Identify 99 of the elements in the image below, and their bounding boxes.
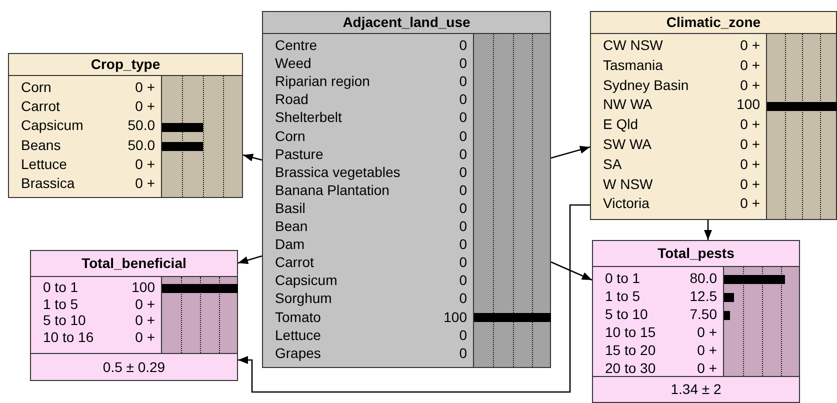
probability-value: 0 + <box>135 97 155 116</box>
state-label: Capsicum <box>21 116 84 136</box>
state-label: Victoria <box>603 194 650 214</box>
arrow <box>704 220 712 240</box>
probability-value: 0 <box>459 253 467 272</box>
probability-value: 0 + <box>740 76 760 95</box>
state-label: 5 to 10 <box>43 312 86 328</box>
arrow <box>550 146 590 159</box>
probability-value: 0 + <box>740 194 760 214</box>
state-label: SW WA <box>603 135 652 154</box>
state-label: Riparian region <box>275 72 370 90</box>
probability-value: 0 <box>459 108 467 126</box>
node-table <box>262 11 551 368</box>
state-label: Banana Plantation <box>275 180 390 199</box>
probability-value: 0 + <box>135 328 155 345</box>
state-label: Lettuce <box>21 154 67 174</box>
state-label: W NSW <box>603 174 653 194</box>
probability-value: 0 <box>459 36 467 54</box>
state-label: Corn <box>275 126 306 145</box>
arrow <box>550 261 592 281</box>
probability-value: 50.0 <box>128 116 155 136</box>
state-label: Shelterbelt <box>275 108 342 126</box>
node-table <box>590 11 837 220</box>
state-label: 0 to 1 <box>43 279 78 296</box>
mean-value: 1.34 ± 2 <box>593 376 799 402</box>
state-label: Tasmania <box>603 56 663 75</box>
arrow <box>238 204 590 393</box>
state-label: Pasture <box>275 144 324 163</box>
probability-value: 12.5 <box>690 287 717 305</box>
state-label: 20 to 30 <box>605 359 656 377</box>
state-label: Sorghum <box>275 289 332 308</box>
probability-value: 100 <box>132 279 155 296</box>
probability-value: 0 + <box>740 56 760 75</box>
state-label: Brassica vegetables <box>275 162 400 181</box>
mean-value: 0.5 ± 0.29 <box>31 353 237 380</box>
probability-value: 7.50 <box>690 305 717 323</box>
state-label: Basil <box>275 198 306 217</box>
probability-value: 0 <box>459 144 467 163</box>
probability-value: 50.0 <box>128 136 155 155</box>
state-label: Capsicum <box>275 271 338 290</box>
state-label: NW WA <box>603 95 652 114</box>
state-label: 1 to 5 <box>43 296 78 312</box>
probability-value: 0 + <box>697 341 717 359</box>
probability-value: 0 + <box>135 78 155 97</box>
probability-value: 0 <box>459 90 467 108</box>
probability-value: 0 <box>459 289 467 308</box>
probability-value: 0 + <box>697 359 717 377</box>
probability-value: 0 <box>459 198 467 217</box>
probability-value: 0 <box>459 326 467 344</box>
state-label: CW NSW <box>603 36 663 55</box>
probability-value: 0 <box>459 162 467 181</box>
state-label: Corn <box>21 78 52 97</box>
state-label: Carrot <box>21 97 60 116</box>
probability-value: 80.0 <box>690 269 717 287</box>
probability-value: 0 <box>459 271 467 290</box>
state-label: Carrot <box>275 253 314 272</box>
node-table <box>8 53 243 198</box>
state-label: Sydney Basin <box>603 76 689 95</box>
probability-value: 0 <box>459 344 467 362</box>
state-label: 10 to 16 <box>43 328 94 345</box>
probability-value: 100 <box>736 95 760 114</box>
state-label: 15 to 20 <box>605 341 656 359</box>
node-table <box>30 250 238 381</box>
state-label: Dam <box>275 235 305 254</box>
probability-value: 0 + <box>740 135 760 154</box>
probability-value: 0 <box>459 54 467 72</box>
probability-value: 0 <box>459 180 467 199</box>
state-label: Lettuce <box>275 326 321 344</box>
probability-value: 0 + <box>135 174 155 193</box>
state-label: Brassica <box>21 174 75 193</box>
state-label: Tomato <box>275 308 321 326</box>
state-label: SA <box>603 154 622 174</box>
state-label: 5 to 10 <box>605 305 648 323</box>
arrow <box>238 255 262 264</box>
state-label: Weed <box>275 54 312 72</box>
state-label: Bean <box>275 217 308 236</box>
probability-value: 0 + <box>135 312 155 328</box>
probability-value: 0 <box>459 72 467 90</box>
probability-value: 0 + <box>740 36 760 55</box>
probability-value: 0 <box>459 126 467 145</box>
state-label: E Qld <box>603 115 638 134</box>
probability-value: 0 + <box>740 154 760 174</box>
probability-value: 0 <box>459 235 467 254</box>
probability-value: 0 + <box>740 115 760 134</box>
state-label: 10 to 15 <box>605 323 656 341</box>
probability-value: 100 <box>444 308 467 326</box>
probability-value: 0 + <box>135 154 155 174</box>
state-label: Grapes <box>275 344 321 362</box>
state-label: Road <box>275 90 308 108</box>
state-label: 1 to 5 <box>605 287 640 305</box>
arrow <box>242 154 262 162</box>
probability-value: 0 + <box>697 323 717 341</box>
state-label: Centre <box>275 36 318 54</box>
node-table <box>592 240 800 403</box>
state-label: Beans <box>21 136 61 155</box>
state-label: 0 to 1 <box>605 269 640 287</box>
probability-value: 0 + <box>740 174 760 194</box>
probability-value: 0 <box>459 217 467 236</box>
probability-value: 0 + <box>135 296 155 312</box>
